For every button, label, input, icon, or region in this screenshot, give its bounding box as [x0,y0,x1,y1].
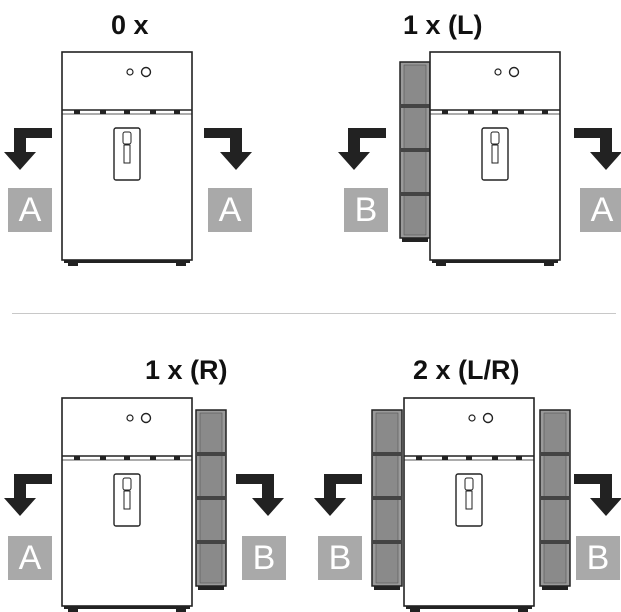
hinge-tick [74,456,80,460]
foot-right [518,609,528,612]
panel-title-0x: 0 x [111,10,149,40]
shelf-rail [372,540,402,544]
hinge-tick [416,456,422,460]
control-knob-large [140,66,152,78]
shelf-rail [400,192,430,196]
side-shelf-left-3 [371,409,403,590]
dispenser-lever [122,477,132,491]
panel-1xr-right-label: B [242,536,286,580]
arrow-down-right-0 [204,128,252,170]
panel-1xl-right-label: A [580,188,621,232]
panel-0x-left-label: A [8,188,52,232]
foot-right [544,263,554,266]
hinge-tick [174,456,180,460]
hinge-tick [124,456,130,460]
side-shelf-right-3 [539,409,571,590]
base-strip [432,260,558,263]
panel-1xl-left-label: B [344,188,388,232]
hinge-tick [442,456,448,460]
hinge-tick [100,110,106,114]
panel-title-1x-l: 1 x (L) [403,10,483,40]
shelf-rail [400,104,430,108]
control-knob-large [140,412,152,424]
arrow-down-right-2 [236,474,284,516]
control-knob-large [482,412,494,424]
hinge-tick [150,456,156,460]
hinge-tick [124,110,130,114]
fridge-1 [429,51,561,266]
dispenser-nozzle [465,490,473,510]
panel-title-2x-lr: 2 x (L/R) [413,355,520,385]
shelf-rail [540,452,570,456]
dispenser-nozzle [123,144,131,164]
control-knob-small [126,414,134,422]
dispenser-nozzle [123,490,131,510]
panel-1xr-left-label: A [8,536,52,580]
control-knob-large [508,66,520,78]
hinge-tick [468,110,474,114]
fridge-2 [61,397,193,612]
hinge-tick [100,456,106,460]
hinge-tick [492,456,498,460]
dispenser-lever [490,131,500,145]
shelf-rail [372,452,402,456]
arrow-down-right-3 [574,474,621,516]
hinge-tick [518,110,524,114]
arrow-down-left-3 [314,474,362,516]
shelf-rail [372,496,402,500]
hinge-tick [74,110,80,114]
foot-right [176,609,186,612]
shelf-rail [540,496,570,500]
base-strip [406,606,532,609]
hinge-tick [442,110,448,114]
shelf-base [198,586,224,590]
control-knob-small [494,68,502,76]
fridge-0 [61,51,193,266]
shelf-rail [400,148,430,152]
shelf-rail [540,540,570,544]
panel-title-1x-r: 1 x (R) [145,355,228,385]
shelf-base [542,586,568,590]
panel-2x-left-label: B [318,536,362,580]
arrow-down-left-2 [4,474,52,516]
hinge-tick [516,456,522,460]
fridge-3 [403,397,535,612]
hinge-tick [466,456,472,460]
shelf-rail [196,452,226,456]
shelf-base [402,238,428,242]
panel-0x-right-label: A [208,188,252,232]
foot-left [68,609,78,612]
arrow-down-right-1 [574,128,621,170]
shelf-rail [196,540,226,544]
arrow-down-left-1 [338,128,386,170]
foot-left [410,609,420,612]
dispenser-lever [464,477,474,491]
side-shelf-right-2 [195,409,227,590]
shelf-rail [196,496,226,500]
section-divider [12,313,616,314]
control-knob-small [468,414,476,422]
foot-left [68,263,78,266]
panel-2x-right-label: B [576,536,620,580]
hinge-tick [150,110,156,114]
dispenser-lever [122,131,132,145]
dispenser-nozzle [491,144,499,164]
hinge-tick [542,110,548,114]
arrow-down-left-0 [4,128,52,170]
base-strip [64,606,190,609]
hinge-tick [174,110,180,114]
base-strip [64,260,190,263]
foot-left [436,263,446,266]
hinge-tick [492,110,498,114]
side-shelf-left-1 [399,61,431,242]
foot-right [176,263,186,266]
control-knob-small [126,68,134,76]
shelf-base [374,586,400,590]
